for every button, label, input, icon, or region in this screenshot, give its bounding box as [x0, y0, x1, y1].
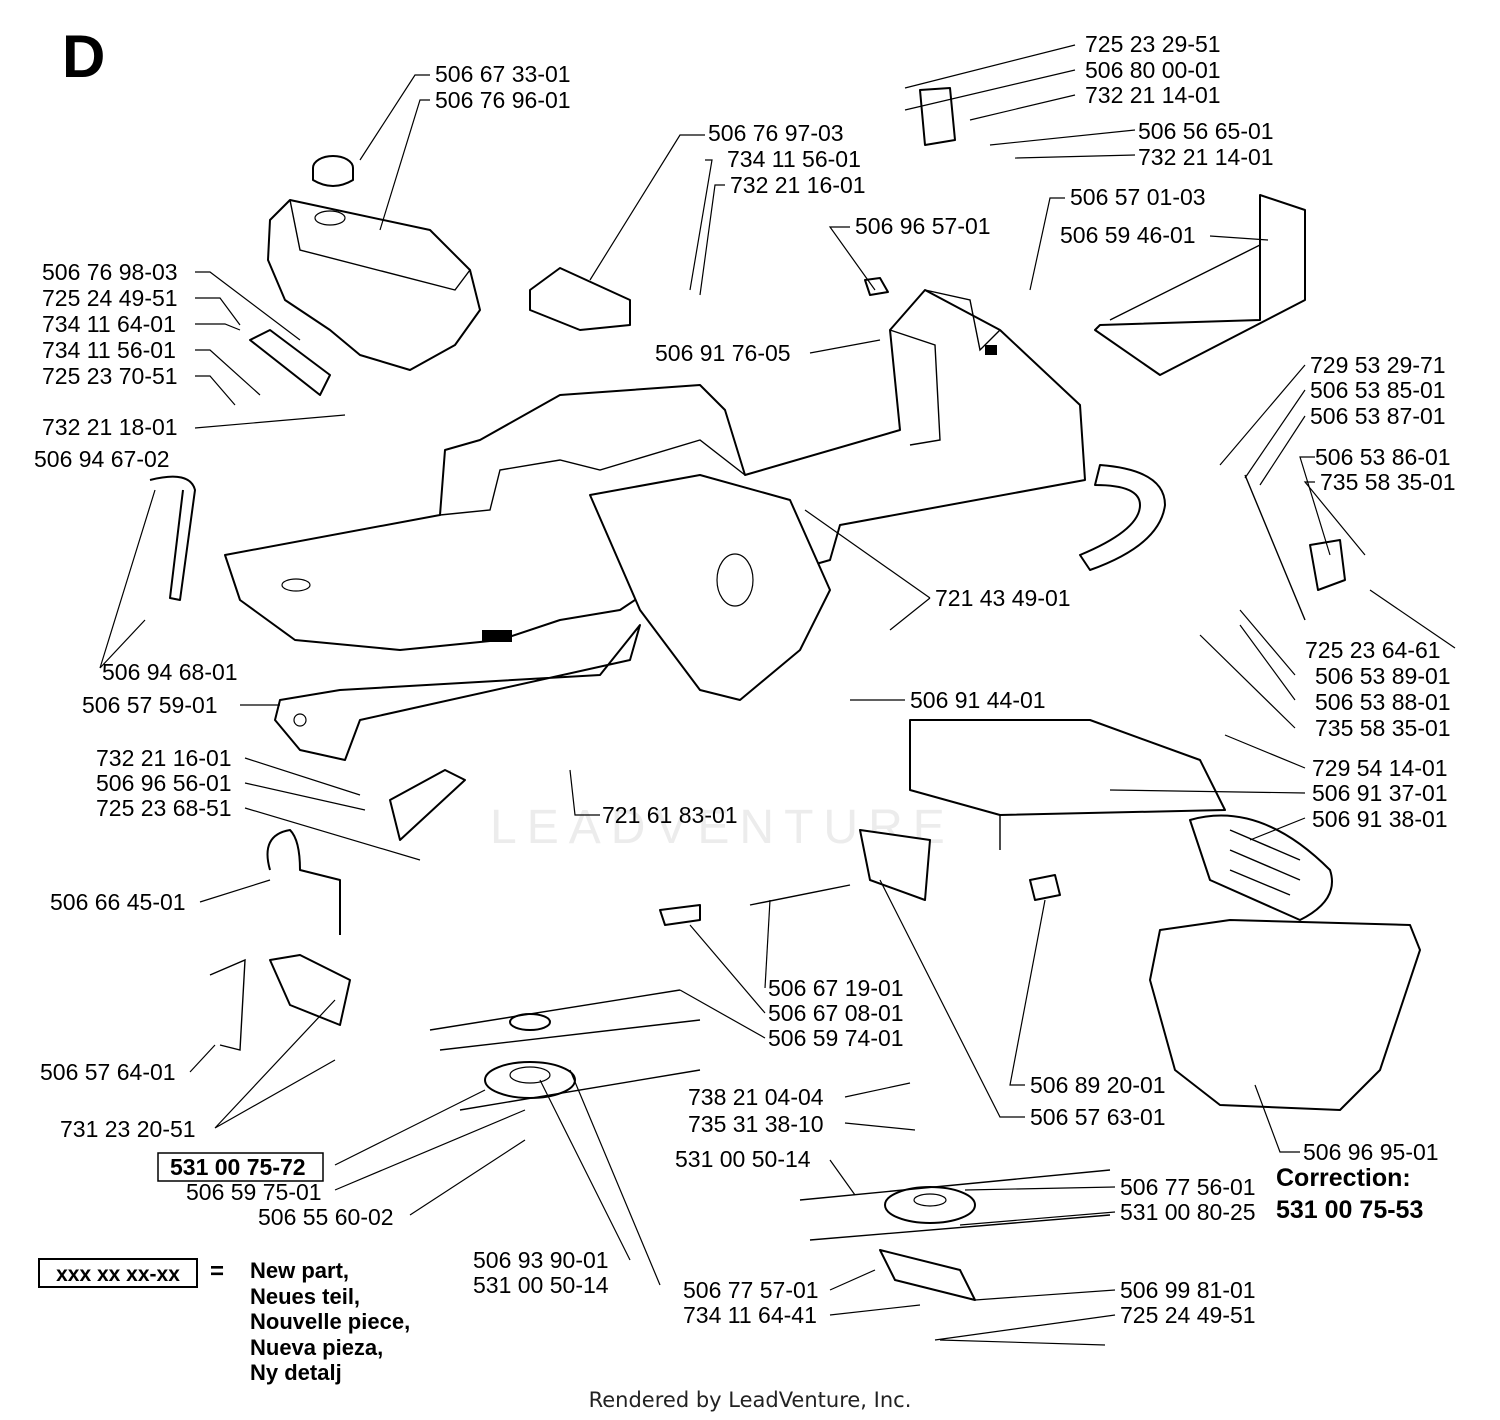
part-label: 506 57 64-01	[40, 1059, 176, 1085]
pulley-left	[429, 989, 701, 1111]
correction-part: 531 00 75-53	[1276, 1196, 1424, 1224]
brake-rod	[209, 829, 351, 1051]
part-label: 506 67 19-01	[768, 975, 904, 1001]
part-label: 732 21 18-01	[42, 414, 178, 440]
part-label: 725 24 49-51	[42, 285, 178, 311]
part-label: 725 23 29-51	[1085, 31, 1221, 57]
part-label: 506 76 97-03	[708, 120, 844, 146]
new-part-highlight: 531 00 75-72	[157, 1152, 324, 1182]
legend-line: New part,	[250, 1258, 350, 1283]
part-label: 725 24 49-51	[1120, 1302, 1256, 1328]
part-label: 725 23 64-61	[1305, 637, 1441, 663]
part-label: 506 91 44-01	[910, 687, 1046, 713]
part-labels: 506 67 33-01 506 76 96-01 506 76 97-03 7…	[34, 31, 1456, 1328]
belt-cover	[909, 719, 1226, 850]
seat-bracket	[1094, 194, 1306, 376]
new-part-number: 531 00 75-72	[170, 1154, 306, 1180]
part-label: 531 00 80-25	[1120, 1199, 1256, 1225]
main-frame	[224, 289, 1166, 701]
part-label: 506 59 74-01	[768, 1025, 904, 1051]
part-label: 731 23 20-51	[60, 1116, 196, 1142]
part-label: 506 59 75-01	[186, 1179, 322, 1205]
part-label: 506 56 65-01	[1138, 118, 1274, 144]
part-label: 506 53 87-01	[1310, 403, 1446, 429]
fuel-tank	[267, 155, 481, 371]
part-label: 506 53 89-01	[1315, 663, 1451, 689]
part-label: 735 31 38-10	[688, 1111, 824, 1137]
part-label: 506 53 85-01	[1310, 377, 1446, 403]
part-label: 506 89 20-01	[1030, 1072, 1166, 1098]
part-label: 506 55 60-02	[258, 1204, 394, 1230]
part-label: 506 76 98-03	[42, 259, 178, 285]
part-label: 506 99 81-01	[1120, 1277, 1256, 1303]
part-label: 506 96 57-01	[855, 213, 991, 239]
legend-symbol: xxx xx xx-xx	[38, 1258, 198, 1288]
part-label: 506 57 59-01	[82, 692, 218, 718]
legend-line: Neues teil,	[250, 1283, 361, 1309]
render-credit: Rendered by LeadVenture, Inc.	[588, 1388, 912, 1412]
correction-note: Correction: 531 00 75-53	[1276, 1162, 1423, 1226]
lower-frame-bracket	[274, 624, 641, 761]
part-label: 506 77 57-01	[683, 1277, 819, 1303]
part-label: 732 21 14-01	[1085, 82, 1221, 108]
part-label: 506 77 56-01	[1120, 1174, 1256, 1200]
correction-label: Correction:	[1276, 1164, 1411, 1192]
part-label: 732 21 14-01	[1138, 144, 1274, 170]
small-parts	[149, 87, 1346, 926]
part-label: 734 11 64-41	[683, 1302, 817, 1328]
legend-line: Ny detalj	[250, 1360, 342, 1385]
part-label: 506 91 76-05	[655, 340, 791, 366]
part-label: 506 67 33-01	[435, 61, 571, 87]
part-label: 506 67 08-01	[768, 1000, 904, 1026]
legend-line: Nueva pieza,	[250, 1334, 384, 1360]
part-label: 506 91 37-01	[1312, 780, 1448, 806]
part-label: 721 43 49-01	[935, 585, 1071, 611]
part-label: 531 00 50-14	[675, 1146, 811, 1172]
part-label: 531 00 50-14	[473, 1272, 609, 1298]
leader-lines	[99, 44, 1456, 1346]
part-label: 506 80 00-01	[1085, 57, 1221, 83]
part-label: 506 94 67-02	[34, 446, 170, 472]
part-label: 738 21 04-04	[688, 1084, 824, 1110]
legend-line: Nouvelle piece,	[250, 1309, 411, 1334]
part-label: 732 21 16-01	[96, 745, 232, 771]
part-label: 506 53 88-01	[1315, 689, 1451, 715]
part-label: 734 11 64-01	[42, 311, 176, 337]
part-label: 725 23 68-51	[96, 795, 232, 821]
part-label: 735 58 35-01	[1320, 469, 1456, 495]
part-label: 506 57 01-03	[1070, 184, 1206, 210]
part-label: 729 54 14-01	[1312, 755, 1448, 781]
part-label: 506 59 46-01	[1060, 222, 1196, 248]
part-label: 506 66 45-01	[50, 889, 186, 915]
part-label: 506 53 86-01	[1315, 444, 1451, 470]
part-label: 732 21 16-01	[730, 172, 866, 198]
pulley-right	[799, 1169, 1111, 1301]
part-label: 735 58 35-01	[1315, 715, 1451, 741]
part-label: 506 96 56-01	[96, 770, 232, 796]
legend-translations: New part, Neues teil, Nouvelle piece, Nu…	[250, 1258, 410, 1386]
part-label: 729 53 29-71	[1310, 352, 1446, 378]
part-label: 506 93 90-01	[473, 1247, 609, 1273]
legend-equals: =	[210, 1258, 225, 1285]
part-label: 734 11 56-01	[42, 337, 176, 363]
page-letter: D	[62, 23, 106, 90]
part-label: 725 23 70-51	[42, 363, 178, 389]
part-label: 506 94 68-01	[102, 659, 238, 685]
grass-deflector	[1149, 814, 1421, 1111]
part-label: 506 91 38-01	[1312, 806, 1448, 832]
part-label: 734 11 56-01	[727, 146, 861, 172]
part-label: 506 76 96-01	[435, 87, 571, 113]
part-label: 506 57 63-01	[1030, 1104, 1166, 1130]
part-label: 721 61 83-01	[602, 802, 738, 828]
part-label: 506 96 95-01	[1303, 1139, 1439, 1165]
